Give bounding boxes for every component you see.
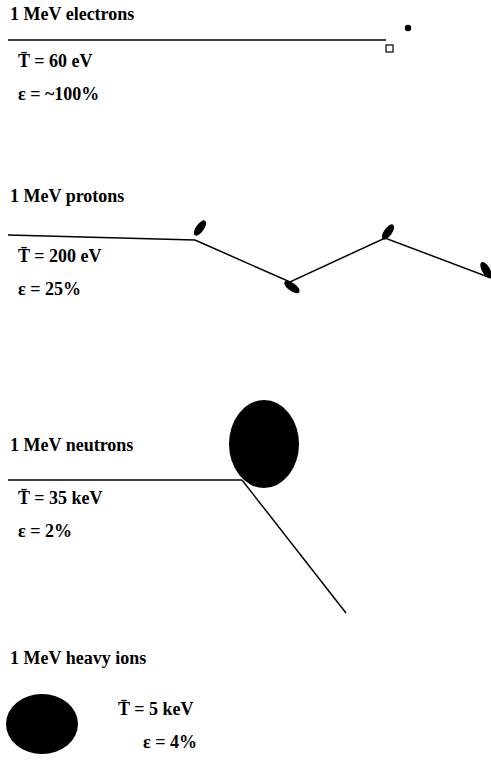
electron-track	[8, 39, 386, 41]
mean-energy: T̄ = 35 keV	[18, 488, 102, 509]
efficiency: ε = 2%	[18, 521, 72, 542]
efficiency: ε = ~100%	[18, 84, 99, 105]
recoil-atom	[478, 260, 491, 280]
mean-energy: T̄ = 60 eV	[18, 51, 92, 72]
efficiency: ε = 25%	[18, 279, 81, 300]
mean-energy: T̄ = 5 keV	[118, 699, 193, 720]
vacancy-square	[386, 45, 393, 52]
recoil-atom	[282, 279, 301, 296]
particle-title: 1 MeV electrons	[10, 4, 134, 25]
proton-track	[8, 235, 491, 282]
recoil-atom	[192, 218, 209, 237]
mean-energy: T̄ = 200 eV	[18, 246, 101, 267]
particle-title: 1 MeV protons	[10, 186, 124, 207]
damage-cascade	[6, 694, 78, 754]
recoil-atom	[380, 222, 397, 241]
damage-cascade	[229, 400, 299, 488]
efficiency: ε = 4%	[143, 732, 197, 753]
displaced-atom	[405, 25, 411, 31]
particle-title: 1 MeV heavy ions	[10, 648, 146, 669]
neutron-track	[8, 479, 242, 481]
particle-title: 1 MeV neutrons	[10, 435, 133, 456]
recoil-track	[242, 480, 346, 613]
